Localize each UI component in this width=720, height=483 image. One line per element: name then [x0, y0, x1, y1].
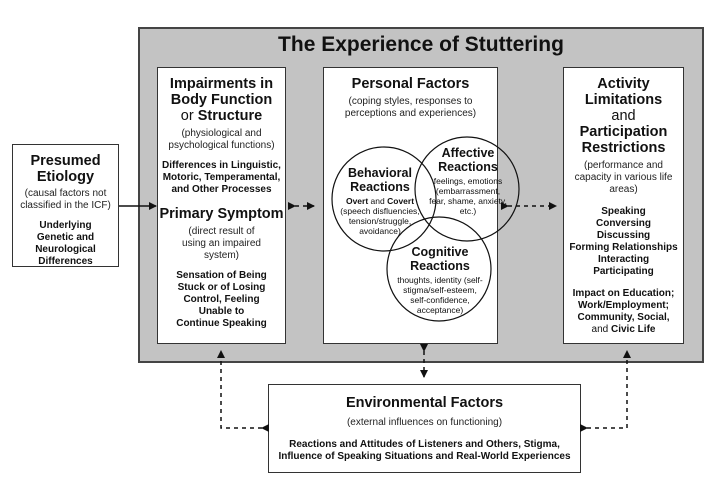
impairments-heading-3: or Structure: [158, 108, 285, 124]
activity-heading-1: Activity: [597, 76, 650, 92]
etiology-heading-2: Etiology: [36, 169, 95, 185]
activity-note: (performance and capacity in various lif…: [574, 160, 673, 195]
impact-line: Impact on Education;: [572, 288, 675, 299]
etiology-note: (causal factors not classified in the IC…: [20, 188, 111, 211]
cognitive-detail: thoughts, identity (self-stigma/self-est…: [397, 275, 483, 315]
activity-heading-and: and: [611, 108, 636, 124]
personal-factors-box: Personal Factors (coping styles, respons…: [323, 67, 498, 344]
behavioral-overt-covert: Overt and Covert: [330, 196, 430, 206]
impact-and: and: [591, 324, 609, 335]
impact-civic: Civic Life: [611, 324, 656, 335]
cognitive-heading-2: Reactions: [410, 259, 470, 273]
impact-line: Work/Employment;: [578, 300, 669, 311]
cognitive-reactions-label: Cognitive Reactions thoughts, identity (…: [394, 245, 486, 315]
overt-label: Overt: [345, 196, 369, 206]
behavioral-heading-2: Reactions: [350, 180, 410, 194]
etiology-box: Presumed Etiology (causal factors not cl…: [12, 144, 119, 267]
cognitive-reactions-circle: [386, 216, 492, 322]
personal-factors-heading: Personal Factors: [351, 76, 470, 92]
impairments-detail: Differences in Linguistic, Motoric, Temp…: [162, 160, 281, 195]
environmental-note: (external influences on functioning): [346, 417, 503, 428]
primary-symptom-note: (direct result of using an impaired syst…: [182, 226, 261, 261]
activity-heading-2: Limitations: [584, 92, 663, 108]
etiology-detail: Underlying Genetic and Neurological Diff…: [35, 220, 96, 267]
primary-symptom-heading: Primary Symptom: [159, 206, 284, 222]
impairments-heading-2: Body Function: [170, 92, 273, 108]
affective-heading-2: Reactions: [438, 160, 498, 174]
environmental-impairments-connector: [217, 350, 269, 432]
and-label: and: [370, 196, 385, 206]
impairments-note: (physiological and psychological functio…: [168, 128, 275, 151]
affective-reactions-circle: [414, 136, 520, 242]
impairments-heading-1: Impairments in: [169, 76, 274, 92]
affective-detail: feelings, emotions (embarrassment, fear,…: [429, 176, 507, 216]
activity-item: Discussing: [596, 230, 651, 241]
activity-item: Forming Relationships: [569, 242, 678, 253]
affective-reactions-label: Affective Reactions feelings, emotions (…: [428, 146, 508, 216]
behavioral-reactions-label: Behavioral Reactions Overt and Covert (s…: [330, 166, 430, 236]
behavioral-reactions-circle: [331, 146, 437, 252]
activity-item: Participating: [593, 266, 654, 277]
environmental-heading: Environmental Factors: [345, 395, 504, 411]
impact-line: and Civic Life: [564, 324, 683, 336]
affective-heading-1: Affective: [441, 146, 495, 160]
impairments-structure: Structure: [197, 108, 263, 124]
impairments-or: or: [180, 108, 194, 124]
behavioral-detail: (speech disfluencies, tension/struggle, …: [340, 206, 420, 236]
activity-heading-4: Restrictions: [581, 140, 666, 156]
impairments-box: Impairments in Body Function or Structur…: [157, 67, 286, 344]
activity-participation-box: Activity Limitations and Participation R…: [563, 67, 684, 344]
behavioral-heading-1: Behavioral: [348, 166, 412, 180]
activity-item: Conversing: [595, 218, 651, 229]
cognitive-heading-1: Cognitive: [411, 245, 469, 259]
environmental-activity-connector: [580, 350, 631, 432]
environmental-detail-1: Reactions and Attitudes of Listeners and…: [289, 439, 560, 450]
activity-item: Speaking: [601, 206, 646, 217]
personal-factors-note: (coping styles, responses to perceptions…: [344, 96, 477, 119]
impact-line: Community, Social,: [577, 312, 670, 323]
etiology-heading-1: Presumed: [30, 153, 101, 169]
covert-label: Covert: [387, 196, 415, 206]
activity-item: Interacting: [597, 254, 650, 265]
environmental-detail-2: Influence of Speaking Situations and Rea…: [278, 451, 571, 462]
primary-symptom-detail: Sensation of Being Stuck or of Losing Co…: [176, 270, 267, 329]
diagram-title: The Experience of Stuttering: [278, 33, 564, 56]
activity-heading-3: Participation: [579, 124, 668, 140]
